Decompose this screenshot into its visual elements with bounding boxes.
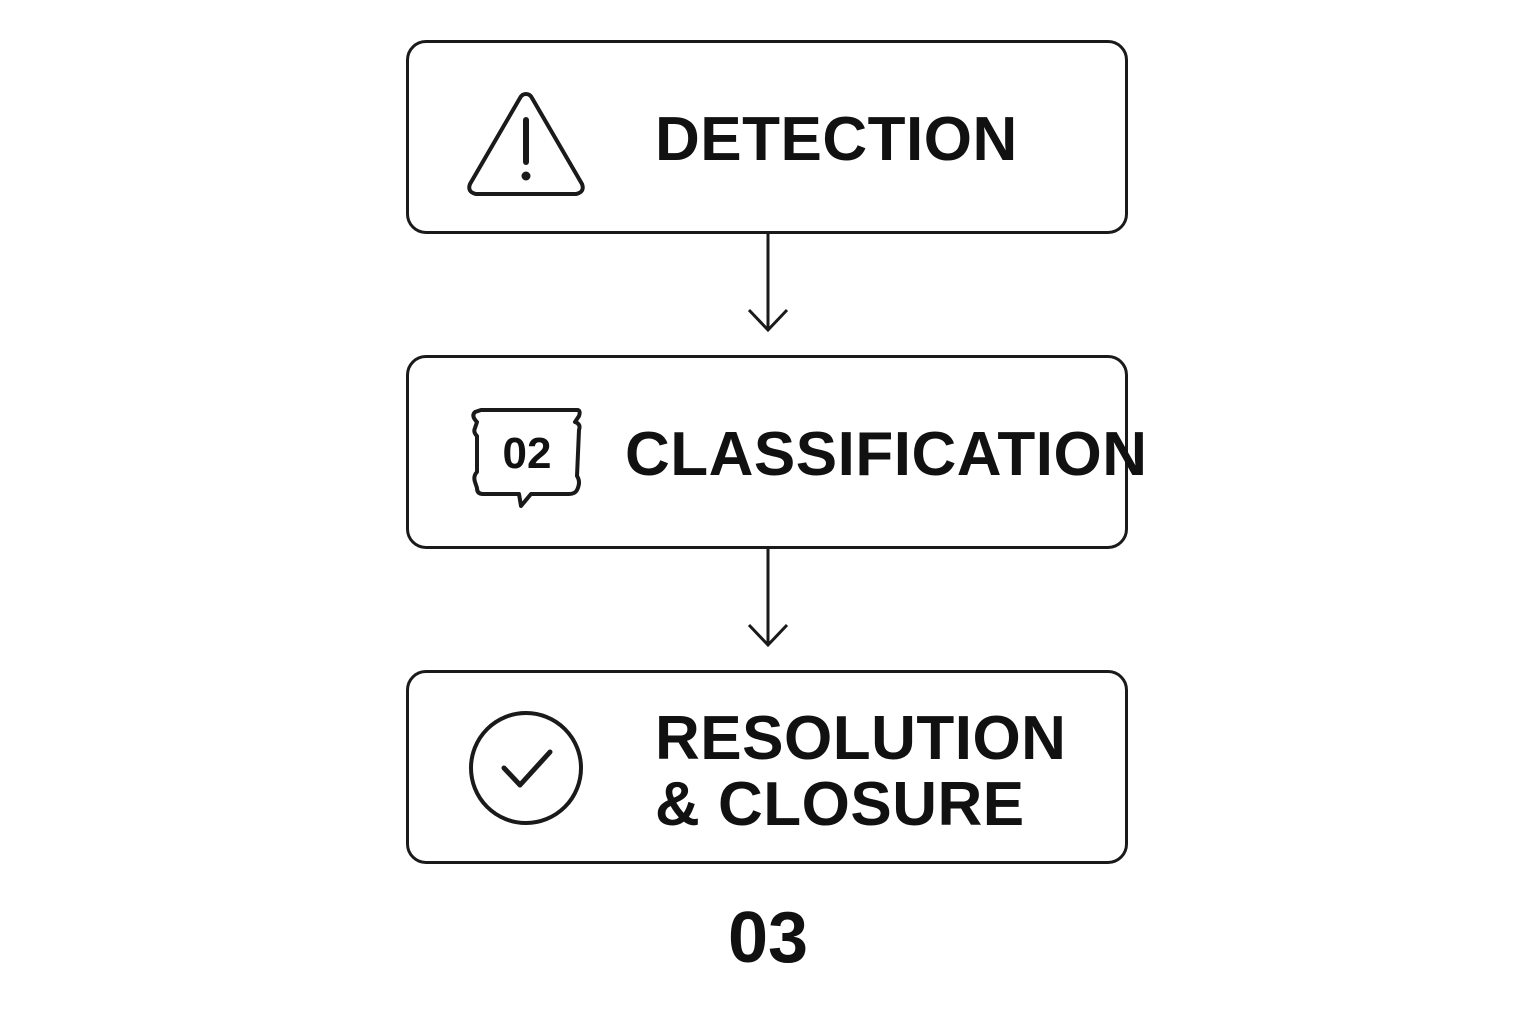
step-box-detection: DETECTION	[406, 40, 1128, 234]
step-number: 03	[727, 898, 809, 978]
step-badge: 02	[502, 429, 552, 478]
step-label-detection: DETECTION	[655, 105, 1018, 174]
step-label-line1: RESOLUTION	[655, 704, 1067, 773]
down-arrow-connector	[747, 549, 789, 648]
step-box-classification: 02 CLASSIFICATION	[406, 355, 1147, 549]
step-box-resolution: RESOLUTION & CLOSURE	[406, 670, 1128, 864]
down-arrow-connector	[747, 234, 789, 333]
check-circle-icon	[469, 711, 583, 825]
speech-bubble-icon: 02	[469, 406, 585, 522]
step-label-resolution: RESOLUTION & CLOSURE	[655, 706, 1066, 838]
step-label-classification: CLASSIFICATION	[625, 420, 1148, 489]
step-label-line2: & CLOSURE	[655, 770, 1025, 839]
warning-triangle-icon	[467, 92, 585, 196]
